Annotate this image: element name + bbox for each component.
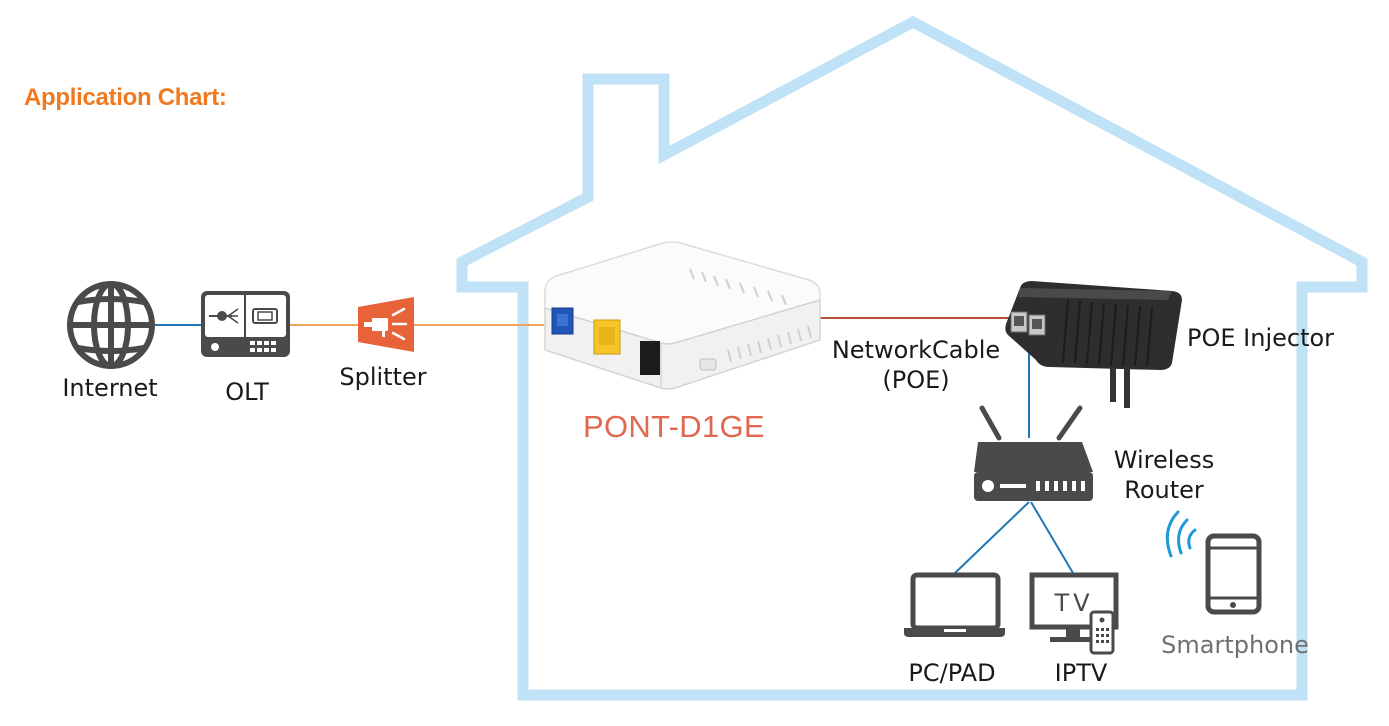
tv-icon: TV <box>1029 572 1119 655</box>
splitter-label: Splitter <box>339 363 427 391</box>
network-cable-label-line1: NetworkCable <box>831 336 1001 364</box>
globe-icon <box>67 281 155 369</box>
router-pc-link <box>954 501 1030 574</box>
iptv-label: IPTV <box>1054 659 1108 687</box>
laptop-icon <box>904 572 1005 637</box>
router-iptv-link <box>1030 501 1074 574</box>
router-label-line2: Router <box>1124 476 1204 504</box>
olt-device-icon <box>201 291 290 357</box>
network-cable-label-line2: (POE) <box>882 366 950 394</box>
smartphone-label: Smartphone <box>1161 631 1309 659</box>
router-icon <box>974 405 1093 501</box>
splitter-icon <box>358 297 414 352</box>
chart-title: Application Chart: <box>24 84 227 111</box>
smartphone-icon <box>1205 533 1262 615</box>
tv-screen-text: TV <box>1053 589 1093 617</box>
router-label-line1: Wireless <box>1113 446 1215 474</box>
internet-label: Internet <box>62 374 158 402</box>
olt-label: OLT <box>225 378 269 406</box>
house-outline <box>456 15 1368 701</box>
plug-prong <box>1110 368 1116 402</box>
ont-model-label: PONT-D1GE <box>583 409 765 444</box>
poe-injector <box>1005 281 1182 408</box>
power-port <box>640 341 660 375</box>
ont-device <box>544 241 821 390</box>
wifi-signal-icon <box>1165 510 1197 558</box>
poe-injector-label: POE Injector <box>1187 324 1335 352</box>
pc-pad-label: PC/PAD <box>908 659 996 687</box>
